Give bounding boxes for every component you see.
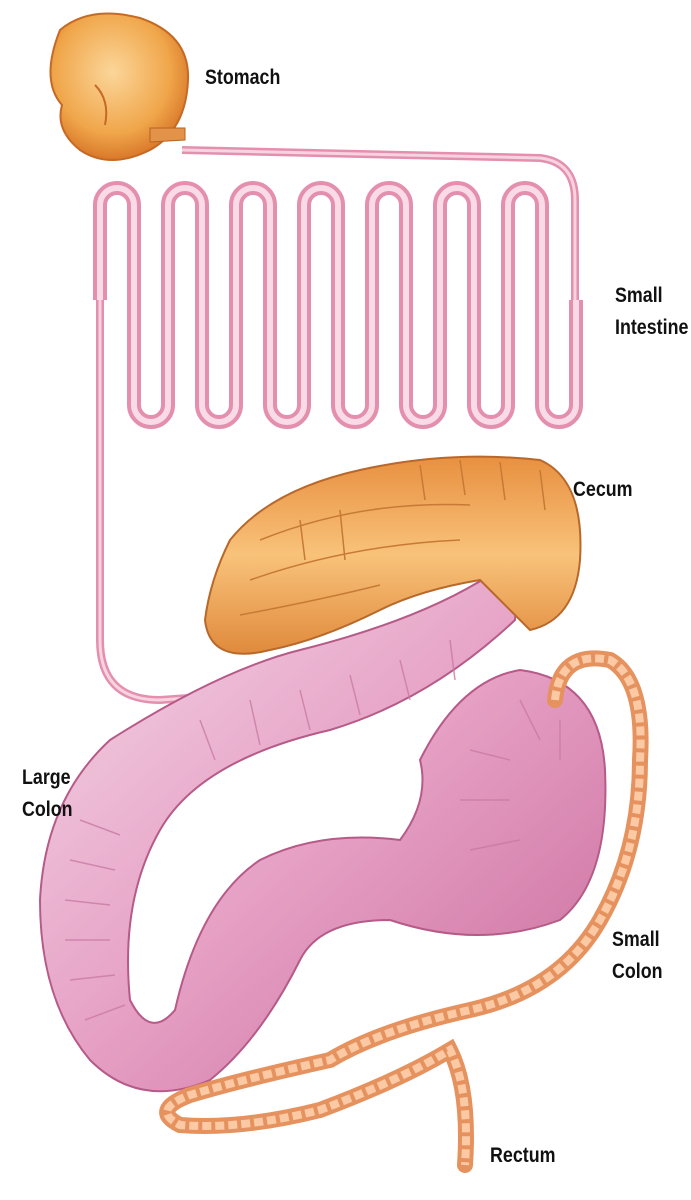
label-line: Intestine [615, 316, 689, 339]
large-colon [38, 573, 607, 1093]
label-small-colon: Small Colon [612, 924, 663, 988]
label-cecum: Cecum [573, 478, 633, 501]
label-small-intestine: Small Intestine [615, 280, 688, 344]
label-line: Small [612, 928, 660, 951]
label-line: Large [22, 766, 71, 789]
small-intestine [93, 181, 583, 705]
label-line: Small [615, 284, 663, 307]
label-line: Colon [612, 960, 663, 983]
label-line: Colon [22, 798, 73, 821]
cecum [203, 455, 582, 655]
label-rectum: Rectum [490, 1144, 556, 1167]
small-colon [159, 650, 649, 1173]
label-stomach: Stomach [205, 66, 281, 89]
stomach [49, 12, 190, 161]
label-large-colon: Large Colon [22, 762, 73, 826]
